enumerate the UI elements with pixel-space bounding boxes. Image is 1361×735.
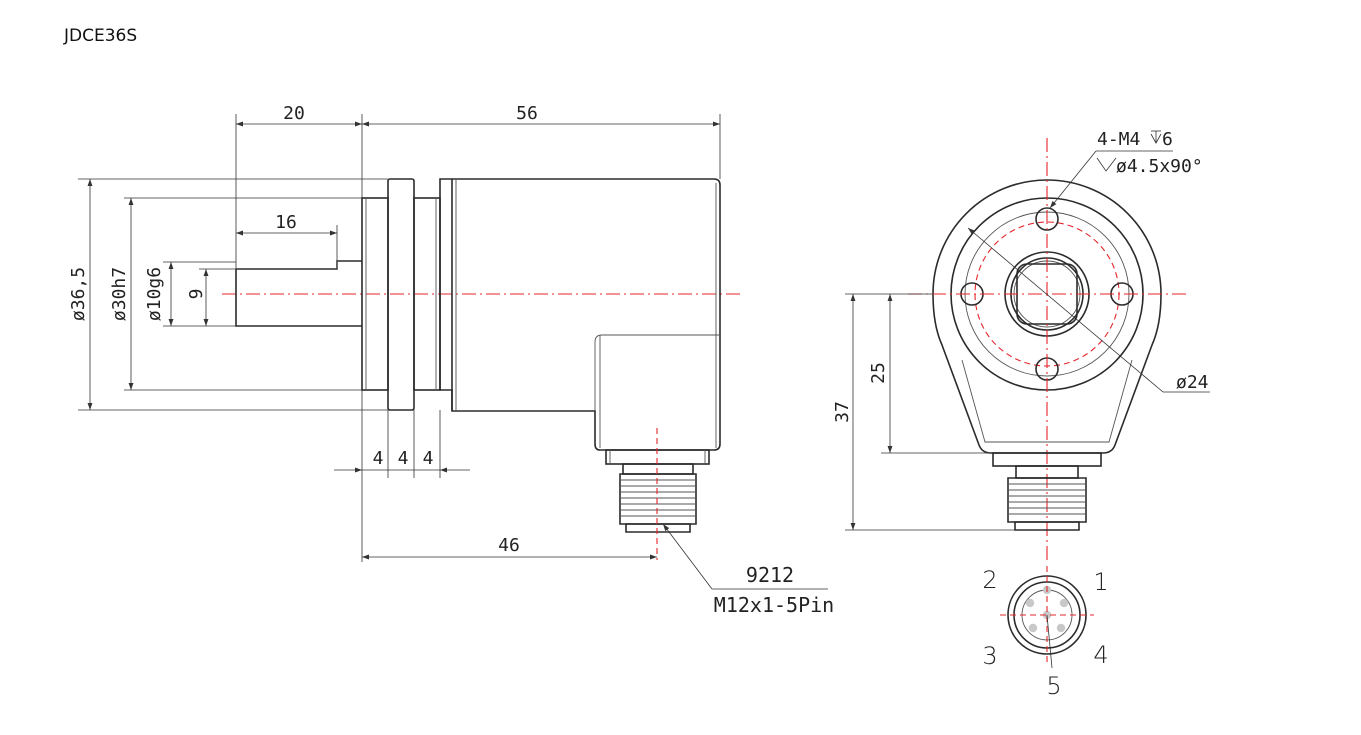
dim-dia-10g6: ø10g6: [144, 267, 165, 321]
depth-symbol-icon: [1150, 130, 1162, 144]
dim-16: 16: [275, 212, 297, 233]
pin-dot-3: [1059, 598, 1069, 608]
dim-25: 25: [868, 362, 889, 384]
countersink-icon: [1096, 157, 1117, 172]
side-view: 20 56 16 ø36,5 ø30h7 ø10g6 9 4: [68, 103, 834, 617]
dim-56: 56: [516, 103, 538, 124]
pin-label-5: 5: [1046, 672, 1061, 700]
dim-dia-36-5: ø36,5: [68, 267, 89, 321]
pin-dot-5: [1056, 623, 1066, 633]
pin-label-2: 2: [982, 566, 997, 594]
pin-label-1: 1: [1093, 568, 1108, 596]
holes-callout-depth: 6: [1162, 129, 1173, 150]
holes-callout-thread: 4-M4: [1097, 129, 1140, 150]
pin-dot-2: [1025, 598, 1035, 608]
dim-gap-4-a: 4: [373, 448, 384, 469]
drawing-title: JDCE36S: [64, 26, 138, 46]
front-view: 25 37 ø24 4-M4 6 ø4.5x90°: [832, 129, 1210, 560]
holes-callout-countersink: ø4.5x90°: [1116, 156, 1203, 177]
dim-flat-9: 9: [186, 289, 207, 300]
connector-spec: M12x1-5Pin: [714, 593, 834, 617]
dim-pcd-24: ø24: [1176, 372, 1209, 393]
dim-dia-30h7: ø30h7: [109, 267, 130, 321]
pin-dot-4: [1028, 623, 1038, 633]
pin-label-3: 3: [982, 642, 997, 670]
pinout-view: 1 2 3 4 5: [982, 566, 1109, 700]
encoder-body: [439, 178, 721, 451]
connector-code: 9212: [746, 563, 794, 587]
dim-37: 37: [832, 401, 853, 423]
dim-46: 46: [498, 535, 520, 556]
dim-gap-4-c: 4: [423, 448, 434, 469]
dim-20: 20: [283, 103, 305, 124]
pin-label-4: 4: [1093, 641, 1108, 669]
connector-front: [992, 452, 1102, 531]
dim-gap-4-b: 4: [398, 448, 409, 469]
connector-side: [605, 428, 710, 560]
